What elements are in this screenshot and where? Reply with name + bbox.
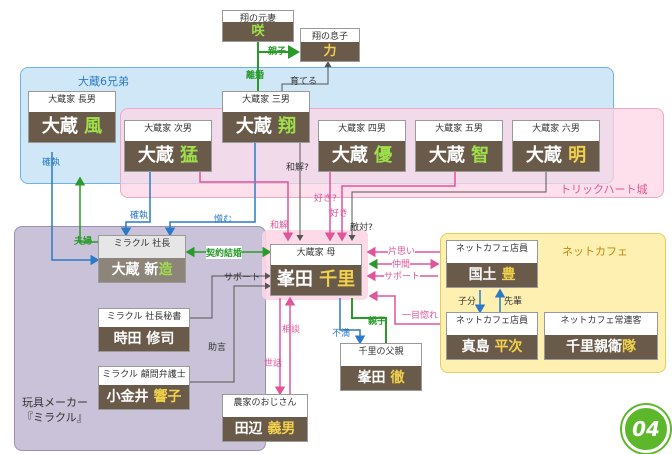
card-name: 田辺 義男 bbox=[223, 417, 307, 441]
label-keiyaku: 契約結婚 bbox=[206, 246, 243, 259]
label-jogen: 助言 bbox=[208, 343, 227, 353]
region-label-cafe: ネットカフェ bbox=[562, 245, 628, 258]
card-okura-yu[interactable]: 大蔵家 四男 大蔵 優 bbox=[318, 120, 406, 172]
card-tanabe-yoshio[interactable]: 農家のおじさん 田辺 義男 bbox=[222, 394, 308, 442]
label-support-shuji: サポート bbox=[224, 273, 261, 283]
label-fuwa-fu: 確執 bbox=[42, 158, 61, 168]
label-oyako-isao: 親子 bbox=[368, 317, 387, 327]
label-fusai: 夫婦 bbox=[74, 237, 93, 247]
card-role: ネットカフェ店員 bbox=[455, 244, 528, 254]
card-name: 千里親衛隊 bbox=[545, 335, 657, 359]
label-sodan: 相談 bbox=[282, 325, 301, 335]
card-okura-satoshi[interactable]: 大蔵家 五男 大蔵 智 bbox=[415, 120, 503, 172]
card-kokudo-yutaka[interactable]: ネットカフェ店員 国土 豊 bbox=[446, 240, 538, 288]
label-nikumu: 憎む bbox=[214, 215, 233, 225]
card-role: 農家のおじさん bbox=[233, 398, 297, 408]
card-name: 大蔵 翔 bbox=[223, 112, 309, 142]
label-sewa: 世話 bbox=[264, 359, 283, 369]
card-role: 翔の元妻 bbox=[239, 14, 276, 24]
card-name: 大蔵 新造 bbox=[99, 258, 185, 282]
card-role: 大蔵家 母 bbox=[296, 248, 336, 258]
card-saki[interactable]: 翔の元妻 咲 bbox=[222, 10, 294, 42]
card-okura-fu[interactable]: 大蔵家 長男 大蔵 風 bbox=[28, 91, 116, 143]
card-role: 大蔵家 次男 bbox=[144, 124, 192, 134]
label-kataomoi: 片思い bbox=[388, 244, 416, 257]
label-nakama: 仲間 bbox=[392, 257, 411, 270]
card-chikara[interactable]: 翔の息子 力 bbox=[300, 28, 360, 62]
label-hitomebore: 一目惚れ bbox=[402, 311, 439, 321]
card-name: 大蔵 猛 bbox=[125, 141, 211, 171]
card-role: ネットカフェ店員 bbox=[455, 316, 528, 326]
card-name: 咲 bbox=[223, 22, 293, 41]
label-kobun: 子分 bbox=[458, 297, 477, 307]
card-role: 翔の息子 bbox=[311, 32, 348, 42]
card-name: 国土 豊 bbox=[447, 263, 537, 287]
region-label-okura: 大蔵6兄弟 bbox=[78, 75, 129, 88]
card-role: 大蔵家 三男 bbox=[242, 95, 290, 105]
card-name: 大蔵 優 bbox=[319, 141, 405, 171]
card-role: ミラクル 顧問弁護士 bbox=[102, 370, 186, 380]
region-label-toy: 玩具メーカー『ミラクル』 bbox=[22, 396, 88, 424]
card-okura-sho[interactable]: 大蔵家 三男 大蔵 翔 bbox=[222, 91, 310, 143]
label-senpai: 先輩 bbox=[504, 297, 523, 307]
region-label-trick: トリックハート城 bbox=[560, 183, 648, 196]
card-role: 大蔵家 長男 bbox=[48, 95, 96, 105]
card-role: 大蔵家 四男 bbox=[338, 124, 386, 134]
card-name: 大蔵 智 bbox=[416, 141, 502, 171]
card-role: 大蔵家 五男 bbox=[435, 124, 483, 134]
card-mineta-chisato[interactable]: 大蔵家 母 峯田 千里 bbox=[270, 244, 362, 296]
card-okura-shinzo[interactable]: ミラクル 社長 大蔵 新造 bbox=[98, 235, 186, 283]
label-oyako-chikara: 親子 bbox=[268, 47, 287, 57]
label-suki-yu: 好き? bbox=[314, 194, 337, 204]
label-sodateru: 育てる bbox=[290, 77, 318, 87]
card-name: 峯田 徹 bbox=[341, 366, 421, 390]
card-name: 大蔵 明 bbox=[513, 141, 599, 171]
episode-number-badge: 04 bbox=[622, 405, 670, 453]
card-name: 真島 平次 bbox=[447, 335, 537, 359]
card-name: 峯田 千里 bbox=[271, 265, 361, 295]
card-role: 千里の父親 bbox=[358, 347, 404, 357]
card-chisato-guard[interactable]: ネットカフェ常連客 千里親衛隊 bbox=[544, 312, 658, 360]
card-name: 小金井 響子 bbox=[99, 385, 189, 409]
card-name: 力 bbox=[301, 42, 359, 61]
card-tokita-shuji[interactable]: ミラクル 社長秘書 時田 修司 bbox=[98, 308, 190, 352]
label-rikon: 離婚 bbox=[246, 71, 265, 81]
label-fuwa-mou: 確執 bbox=[130, 211, 149, 221]
card-role: ミラクル 社長 bbox=[113, 239, 171, 249]
label-support-yutaka: サポート bbox=[384, 269, 421, 282]
card-koganei-kyoko[interactable]: ミラクル 顧問弁護士 小金井 響子 bbox=[98, 366, 190, 410]
label-wakai-mou: 和解 bbox=[270, 221, 289, 231]
label-tekitai: 敵対? bbox=[350, 223, 373, 233]
card-okura-akira[interactable]: 大蔵家 六男 大蔵 明 bbox=[512, 120, 600, 172]
card-name: 大蔵 風 bbox=[29, 112, 115, 142]
label-suki-satoshi: 好き bbox=[330, 209, 349, 219]
label-fuman: 不満 bbox=[332, 329, 351, 339]
card-name: 時田 修司 bbox=[99, 327, 189, 351]
card-mineta-isao[interactable]: 千里の父親 峯田 徹 bbox=[340, 343, 422, 391]
card-okura-mou[interactable]: 大蔵家 次男 大蔵 猛 bbox=[124, 120, 212, 172]
card-role: ネットカフェ常連客 bbox=[560, 316, 642, 326]
card-role: ミラクル 社長秘書 bbox=[106, 312, 182, 322]
label-wakai-sho: 和解? bbox=[286, 163, 309, 173]
card-majima-heiji[interactable]: ネットカフェ店員 真島 平次 bbox=[446, 312, 538, 360]
card-role: 大蔵家 六男 bbox=[532, 124, 580, 134]
